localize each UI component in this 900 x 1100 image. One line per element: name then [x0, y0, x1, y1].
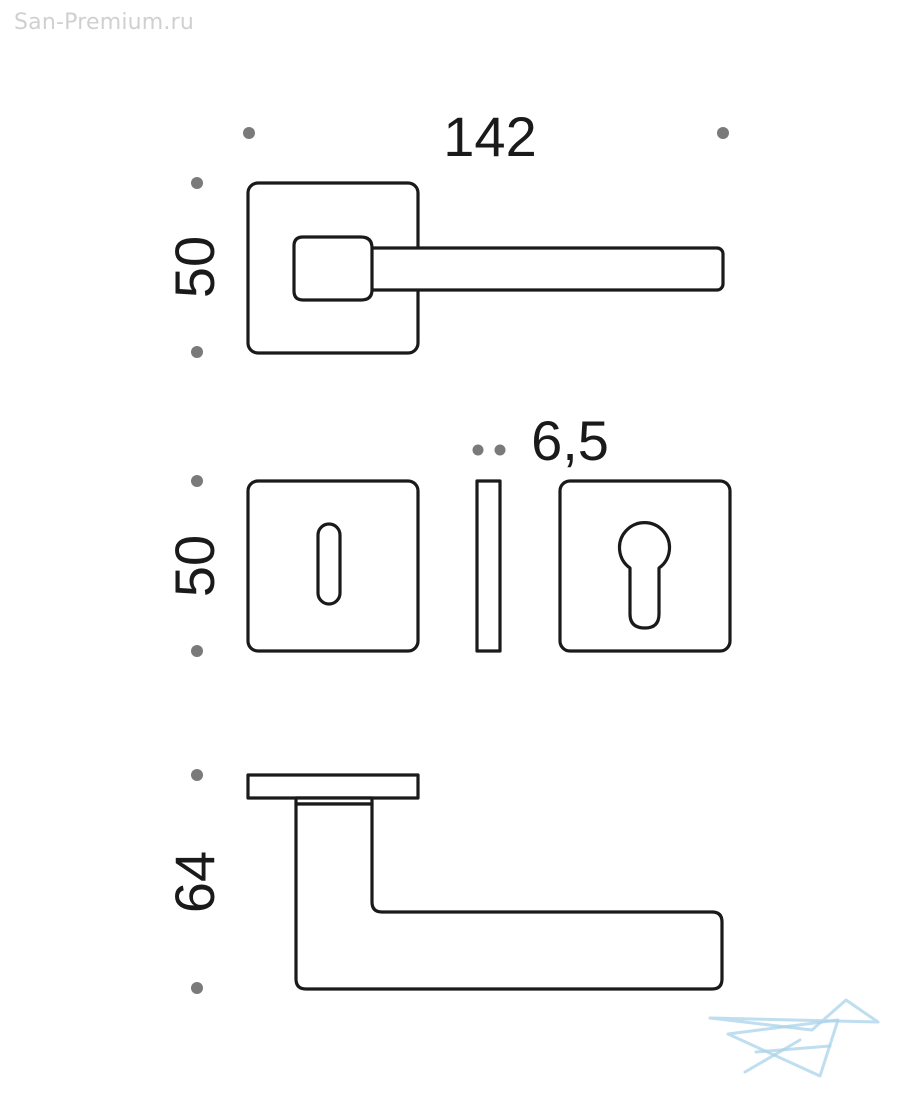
ship-logo-icon	[708, 998, 880, 1078]
escutcheon-side-profile	[475, 479, 502, 653]
watermark-text: San-Premium.ru	[14, 10, 195, 35]
handle-projection-label: 64	[163, 851, 226, 913]
lever-side-profile	[294, 802, 724, 991]
rose-side-plate	[246, 773, 420, 800]
escutcheon-height-label: 50	[163, 535, 226, 597]
dimension-dot	[717, 127, 729, 139]
dimension-dot	[191, 645, 203, 657]
dimension-dot	[472, 444, 484, 456]
handle-side-view: 64	[163, 769, 724, 994]
cylinder-hole	[617, 521, 672, 630]
dimension-dot	[191, 982, 203, 994]
lever-hub	[292, 235, 374, 302]
dimension-dot	[191, 177, 203, 189]
dimension-dot	[243, 127, 255, 139]
dimension-dot	[191, 769, 203, 781]
dimension-dot	[494, 444, 506, 456]
key-hole	[316, 522, 342, 606]
handle-top-view: 142 50	[163, 105, 729, 358]
handle-length-label: 142	[443, 105, 536, 168]
rose-height-label: 50	[163, 236, 226, 298]
dimension-dot	[191, 346, 203, 358]
dimension-dot	[191, 475, 203, 487]
lever-arm	[328, 246, 725, 292]
escutcheon-thickness-label: 6,5	[531, 409, 609, 472]
escutcheons-view: 50 6,5	[163, 409, 732, 657]
